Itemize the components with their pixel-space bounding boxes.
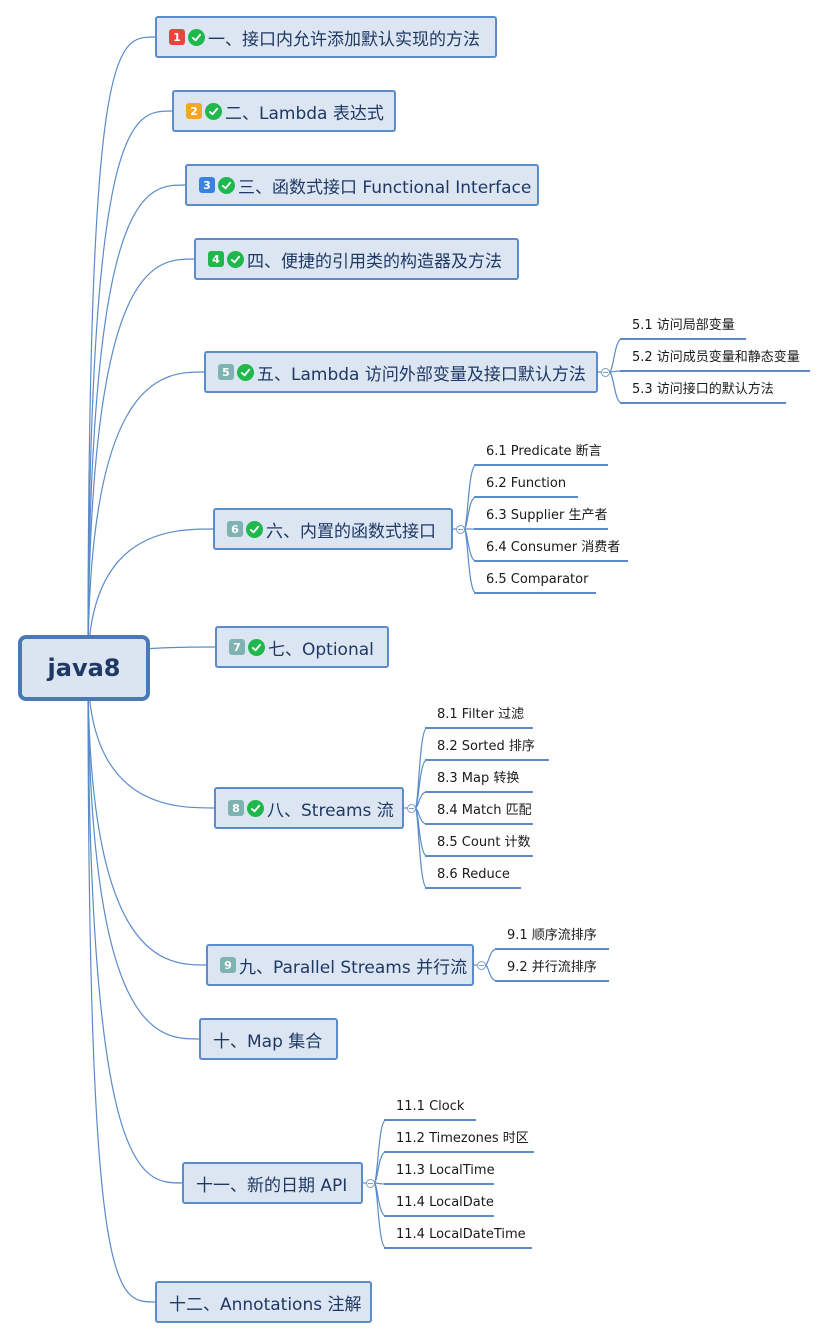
root-connector [87, 110, 173, 669]
subtopic[interactable]: 6.2 Function [474, 474, 578, 498]
subtopic[interactable]: 6.4 Consumer 消费者 [474, 538, 628, 562]
subtopic[interactable]: 11.4 LocalDateTime [384, 1225, 532, 1249]
subtopic[interactable]: 6.5 Comparator [474, 570, 596, 594]
topic-label: 二、Lambda 表达式 [225, 103, 384, 124]
topic-label: 一、接口内允许添加默认实现的方法 [208, 29, 480, 50]
root-connector [87, 371, 205, 669]
topic-11[interactable]: 十一、新的日期 API [182, 1162, 363, 1204]
priority-badge: 1 [169, 29, 185, 45]
collapse-toggle-icon[interactable] [407, 804, 416, 813]
topic-label: 五、Lambda 访问外部变量及接口默认方法 [257, 364, 586, 385]
check-icon [218, 176, 235, 194]
topic-label: 十二、Annotations 注解 [169, 1294, 362, 1315]
topic-label: 四、便捷的引用类的构造器及方法 [247, 251, 502, 272]
check-icon [227, 250, 244, 268]
root-connector [87, 667, 200, 1040]
root-connector [87, 36, 156, 669]
subtopic[interactable]: 8.1 Filter 过滤 [425, 705, 533, 729]
root-topic-java8[interactable]: java8 [18, 635, 150, 701]
root-connector [87, 667, 156, 1303]
priority-badge: 6 [227, 521, 243, 537]
priority-badge: 5 [218, 364, 234, 380]
collapse-toggle-icon[interactable] [601, 368, 610, 377]
subtopic[interactable]: 11.1 Clock [384, 1097, 476, 1121]
collapse-toggle-icon[interactable] [456, 525, 465, 534]
topic-3[interactable]: 3 三、函数式接口 Functional Interface [185, 164, 539, 206]
collapse-toggle-icon[interactable] [366, 1179, 375, 1188]
check-icon [248, 638, 265, 656]
collapse-toggle-icon[interactable] [477, 961, 486, 970]
subtopic[interactable]: 5.1 访问局部变量 [620, 316, 746, 340]
topic-10[interactable]: 十、Map 集合 [199, 1018, 338, 1060]
subtopic[interactable]: 8.4 Match 匹配 [425, 801, 533, 825]
subtopic[interactable]: 8.3 Map 转换 [425, 769, 533, 793]
topic-4[interactable]: 4 四、便捷的引用类的构造器及方法 [194, 238, 519, 280]
subtopic[interactable]: 9.1 顺序流排序 [495, 926, 609, 950]
check-icon [205, 102, 222, 120]
check-icon [246, 520, 263, 538]
subtopic[interactable]: 11.4 LocalDate [384, 1193, 494, 1217]
subtopic[interactable]: 8.5 Count 计数 [425, 833, 533, 857]
priority-badge: 7 [229, 639, 245, 655]
root-connector [87, 184, 186, 669]
topic-5[interactable]: 5 五、Lambda 访问外部变量及接口默认方法 [204, 351, 598, 393]
check-icon [247, 799, 264, 817]
topic-12[interactable]: 十二、Annotations 注解 [155, 1281, 372, 1323]
topic-label: 八、Streams 流 [267, 800, 394, 821]
check-icon [188, 28, 205, 46]
subtopic[interactable]: 8.6 Reduce [425, 865, 521, 889]
root-connector [87, 258, 195, 669]
subtopic[interactable]: 8.2 Sorted 排序 [425, 737, 549, 761]
priority-badge: 2 [186, 103, 202, 119]
topic-label: 九、Parallel Streams 并行流 [239, 957, 468, 978]
topic-label: 六、内置的函数式接口 [266, 521, 436, 542]
subtopic[interactable]: 9.2 并行流排序 [495, 958, 609, 982]
topic-label: 十、Map 集合 [213, 1031, 323, 1052]
priority-badge: 4 [208, 251, 224, 267]
topic-8[interactable]: 8 八、Streams 流 [214, 787, 404, 829]
subtopic[interactable]: 5.2 访问成员变量和静态变量 [620, 348, 810, 372]
check-icon [237, 363, 254, 381]
topic-1[interactable]: 1 一、接口内允许添加默认实现的方法 [155, 16, 497, 58]
root-connector [87, 667, 207, 966]
priority-badge: 9 [220, 957, 236, 973]
priority-badge: 8 [228, 800, 244, 816]
topic-6[interactable]: 6 六、内置的函数式接口 [213, 508, 453, 550]
topic-label: 十一、新的日期 API [196, 1175, 348, 1196]
subtopic[interactable]: 5.3 访问接口的默认方法 [620, 380, 786, 404]
priority-badge: 3 [199, 177, 215, 193]
subtopic[interactable]: 11.2 Timezones 时区 [384, 1129, 534, 1153]
topic-7[interactable]: 7 七、Optional [215, 626, 389, 668]
topic-label: 七、Optional [268, 639, 374, 660]
topic-label: 三、函数式接口 Functional Interface [238, 177, 532, 198]
subtopic[interactable]: 6.3 Supplier 生产者 [474, 506, 608, 530]
subtopic[interactable]: 6.1 Predicate 断言 [474, 442, 608, 466]
subtopic[interactable]: 11.3 LocalTime [384, 1161, 495, 1185]
root-connector [87, 667, 183, 1184]
topic-2[interactable]: 2 二、Lambda 表达式 [172, 90, 396, 132]
